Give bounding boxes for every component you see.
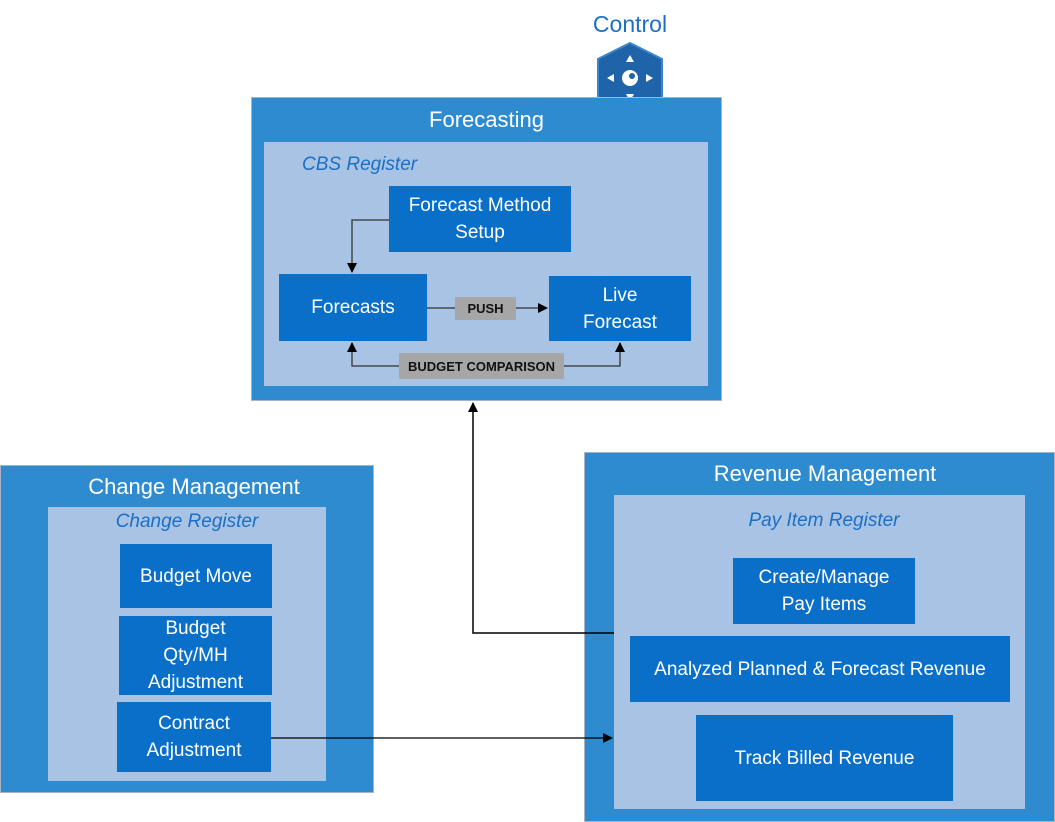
budget-comparison-right-arrowhead <box>615 342 625 352</box>
change-management-title: Change Management <box>88 474 300 499</box>
change-register-title: Change Register <box>115 511 259 532</box>
control-label: Control <box>592 11 668 37</box>
create-manage-pay-items-box[interactable]: Create/Manage Pay Items <box>733 558 915 624</box>
analyzed-planned-forecast-revenue-box[interactable]: Analyzed Planned & Forecast Revenue <box>630 636 1010 702</box>
forecasts-box[interactable]: Forecasts <box>279 274 427 341</box>
revenue-management-title: Revenue Management <box>713 461 937 486</box>
live-forecast-box[interactable]: Live Forecast <box>549 276 691 341</box>
track-billed-revenue-box[interactable]: Track Billed Revenue <box>696 715 953 801</box>
forecasting-title: Forecasting <box>429 107 544 132</box>
budget-move-box[interactable]: Budget Move <box>120 544 272 608</box>
budget-comparison-tag: BUDGET COMPARISON <box>399 353 564 379</box>
forecast-method-setup-box[interactable]: Forecast Method Setup <box>389 186 571 252</box>
pay-item-register-title: Pay Item Register <box>748 510 900 531</box>
contract-adjustment-box[interactable]: Contract Adjustment <box>117 702 271 772</box>
cbs-register-title: CBS Register <box>302 154 418 175</box>
push-tag: PUSH <box>455 297 516 320</box>
revenue-to-forecasting-arrow <box>468 402 614 634</box>
cbs-register-panel <box>264 142 708 386</box>
budget-comparison-left-arrowhead <box>347 342 357 352</box>
method-to-forecasts-arrow <box>347 219 389 273</box>
budget-qty-mh-adjustment-box[interactable]: Budget Qty/MH Adjustment <box>119 616 272 695</box>
